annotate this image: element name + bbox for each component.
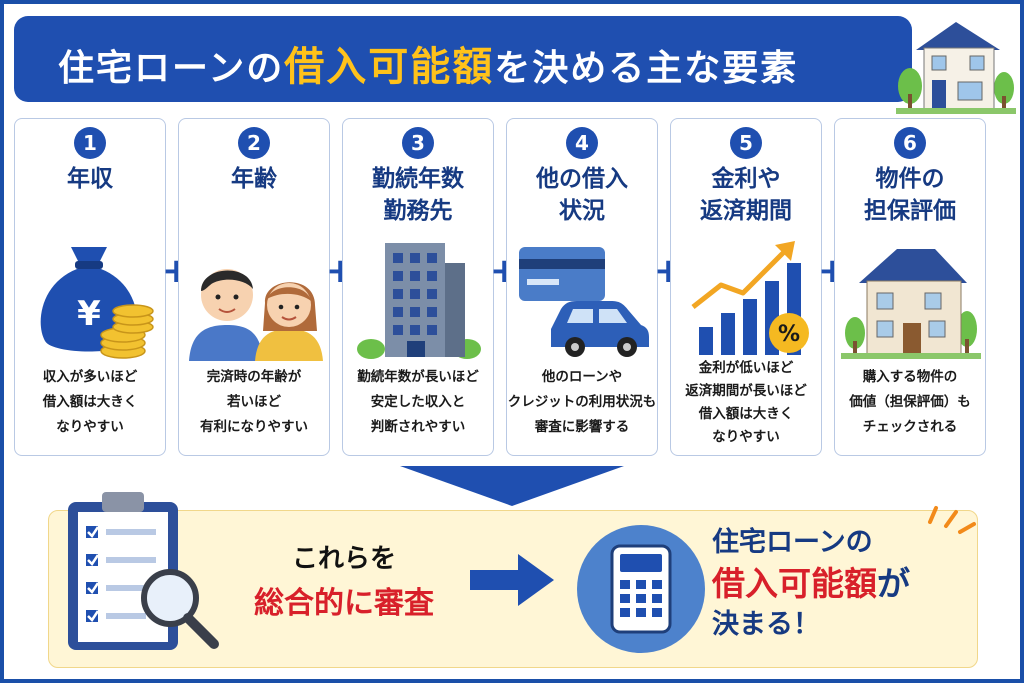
right-arrow-icon bbox=[470, 554, 554, 606]
factor-card-3: 3 勤続年数 勤務先 勤続年数が長いほど 安定した収入と 判断されやすい bbox=[342, 118, 494, 456]
result-highlight: 借入可能額 bbox=[712, 564, 877, 603]
result-line-3: 決まる！ bbox=[712, 609, 820, 640]
svg-text:%: % bbox=[778, 322, 800, 347]
title-highlight: 借入可能額 bbox=[284, 44, 495, 90]
house-icon bbox=[896, 22, 1016, 114]
factor-title: 年収 bbox=[67, 166, 113, 192]
factor-number: 6 bbox=[894, 127, 926, 159]
rising-chart-percent-icon: % bbox=[691, 241, 809, 355]
page-title: 住宅ローンの借入可能額を決める主な要素 bbox=[58, 34, 798, 92]
factor-number: 4 bbox=[566, 127, 598, 159]
factor-description: 購入する物件の 価値（担保評価）も チェックされる bbox=[849, 369, 971, 435]
factor-title: 物件の 担保評価 bbox=[864, 166, 956, 224]
factor-number: 3 bbox=[402, 127, 434, 159]
factor-card-5: 5 金利や 返済期間 % 金利が低いほど 返済期間が長いほど 借入額は大きく な… bbox=[670, 118, 822, 456]
result-line-1: 住宅ローンの bbox=[712, 527, 873, 558]
svg-text:¥: ¥ bbox=[77, 294, 101, 334]
couple-icon bbox=[189, 269, 323, 361]
calculator-icon bbox=[577, 525, 705, 653]
factor-description: 金利が低いほど 返済期間が長いほど 借入額は大きく なりやすい bbox=[685, 360, 807, 445]
factor-card-4: 4 他の借入 状況 他のローンや クレジットの利用状況も 審査に影響する bbox=[506, 118, 658, 456]
factor-title: 金利や 返済期間 bbox=[700, 166, 792, 224]
factor-description: 他のローンや クレジットの利用状況も 審査に影響する bbox=[507, 369, 657, 435]
title-prefix: 住宅ローンの bbox=[58, 48, 285, 89]
money-bag-icon: ¥ bbox=[40, 247, 154, 359]
factor-card-6: 6 物件の 担保評価 購入する物件の 価値（担保評価）も チェックされる bbox=[834, 118, 986, 456]
sparkle-icon bbox=[928, 506, 976, 534]
factor-title: 勤続年数 勤務先 bbox=[372, 166, 464, 224]
conclusion-panel bbox=[48, 510, 978, 668]
result-particle: が bbox=[877, 564, 910, 603]
factor-number: 1 bbox=[74, 127, 106, 159]
factor-card-2: 2 年齢 完済時の年齢が 若いほど 有利になりやすい bbox=[178, 118, 330, 456]
factor-number: 2 bbox=[238, 127, 270, 159]
factor-description: 収入が多いほど 借入額は大きく なりやすい bbox=[42, 369, 138, 435]
down-arrow-icon bbox=[400, 466, 624, 506]
header-banner: 住宅ローンの借入可能額を決める主な要素 bbox=[14, 16, 912, 102]
house-icon bbox=[841, 249, 981, 359]
factor-card-1: 1 年収 ¥ 収入が多いほど 借入額は大きく なりやすい bbox=[14, 118, 166, 456]
result-line-2: 借入可能額が bbox=[712, 562, 952, 606]
result-text: 住宅ローンの 借入可能額が 決まる！ bbox=[712, 524, 952, 644]
review-text: これらを bbox=[291, 544, 396, 574]
credit-card-car-icon bbox=[519, 247, 649, 357]
factor-title: 他の借入 状況 bbox=[536, 166, 628, 224]
factor-description: 完済時の年齢が 若いほど 有利になりやすい bbox=[200, 369, 308, 435]
clipboard-magnifier-icon bbox=[68, 492, 219, 650]
review-emphasis: 総合的に審査 bbox=[254, 586, 434, 621]
factor-number: 5 bbox=[730, 127, 762, 159]
factor-title: 年齢 bbox=[231, 166, 277, 192]
office-building-icon bbox=[357, 243, 481, 359]
title-suffix: を決める主な要素 bbox=[494, 48, 799, 89]
factor-description: 勤続年数が長いほど 安定した収入と 判断されやすい bbox=[357, 369, 479, 435]
